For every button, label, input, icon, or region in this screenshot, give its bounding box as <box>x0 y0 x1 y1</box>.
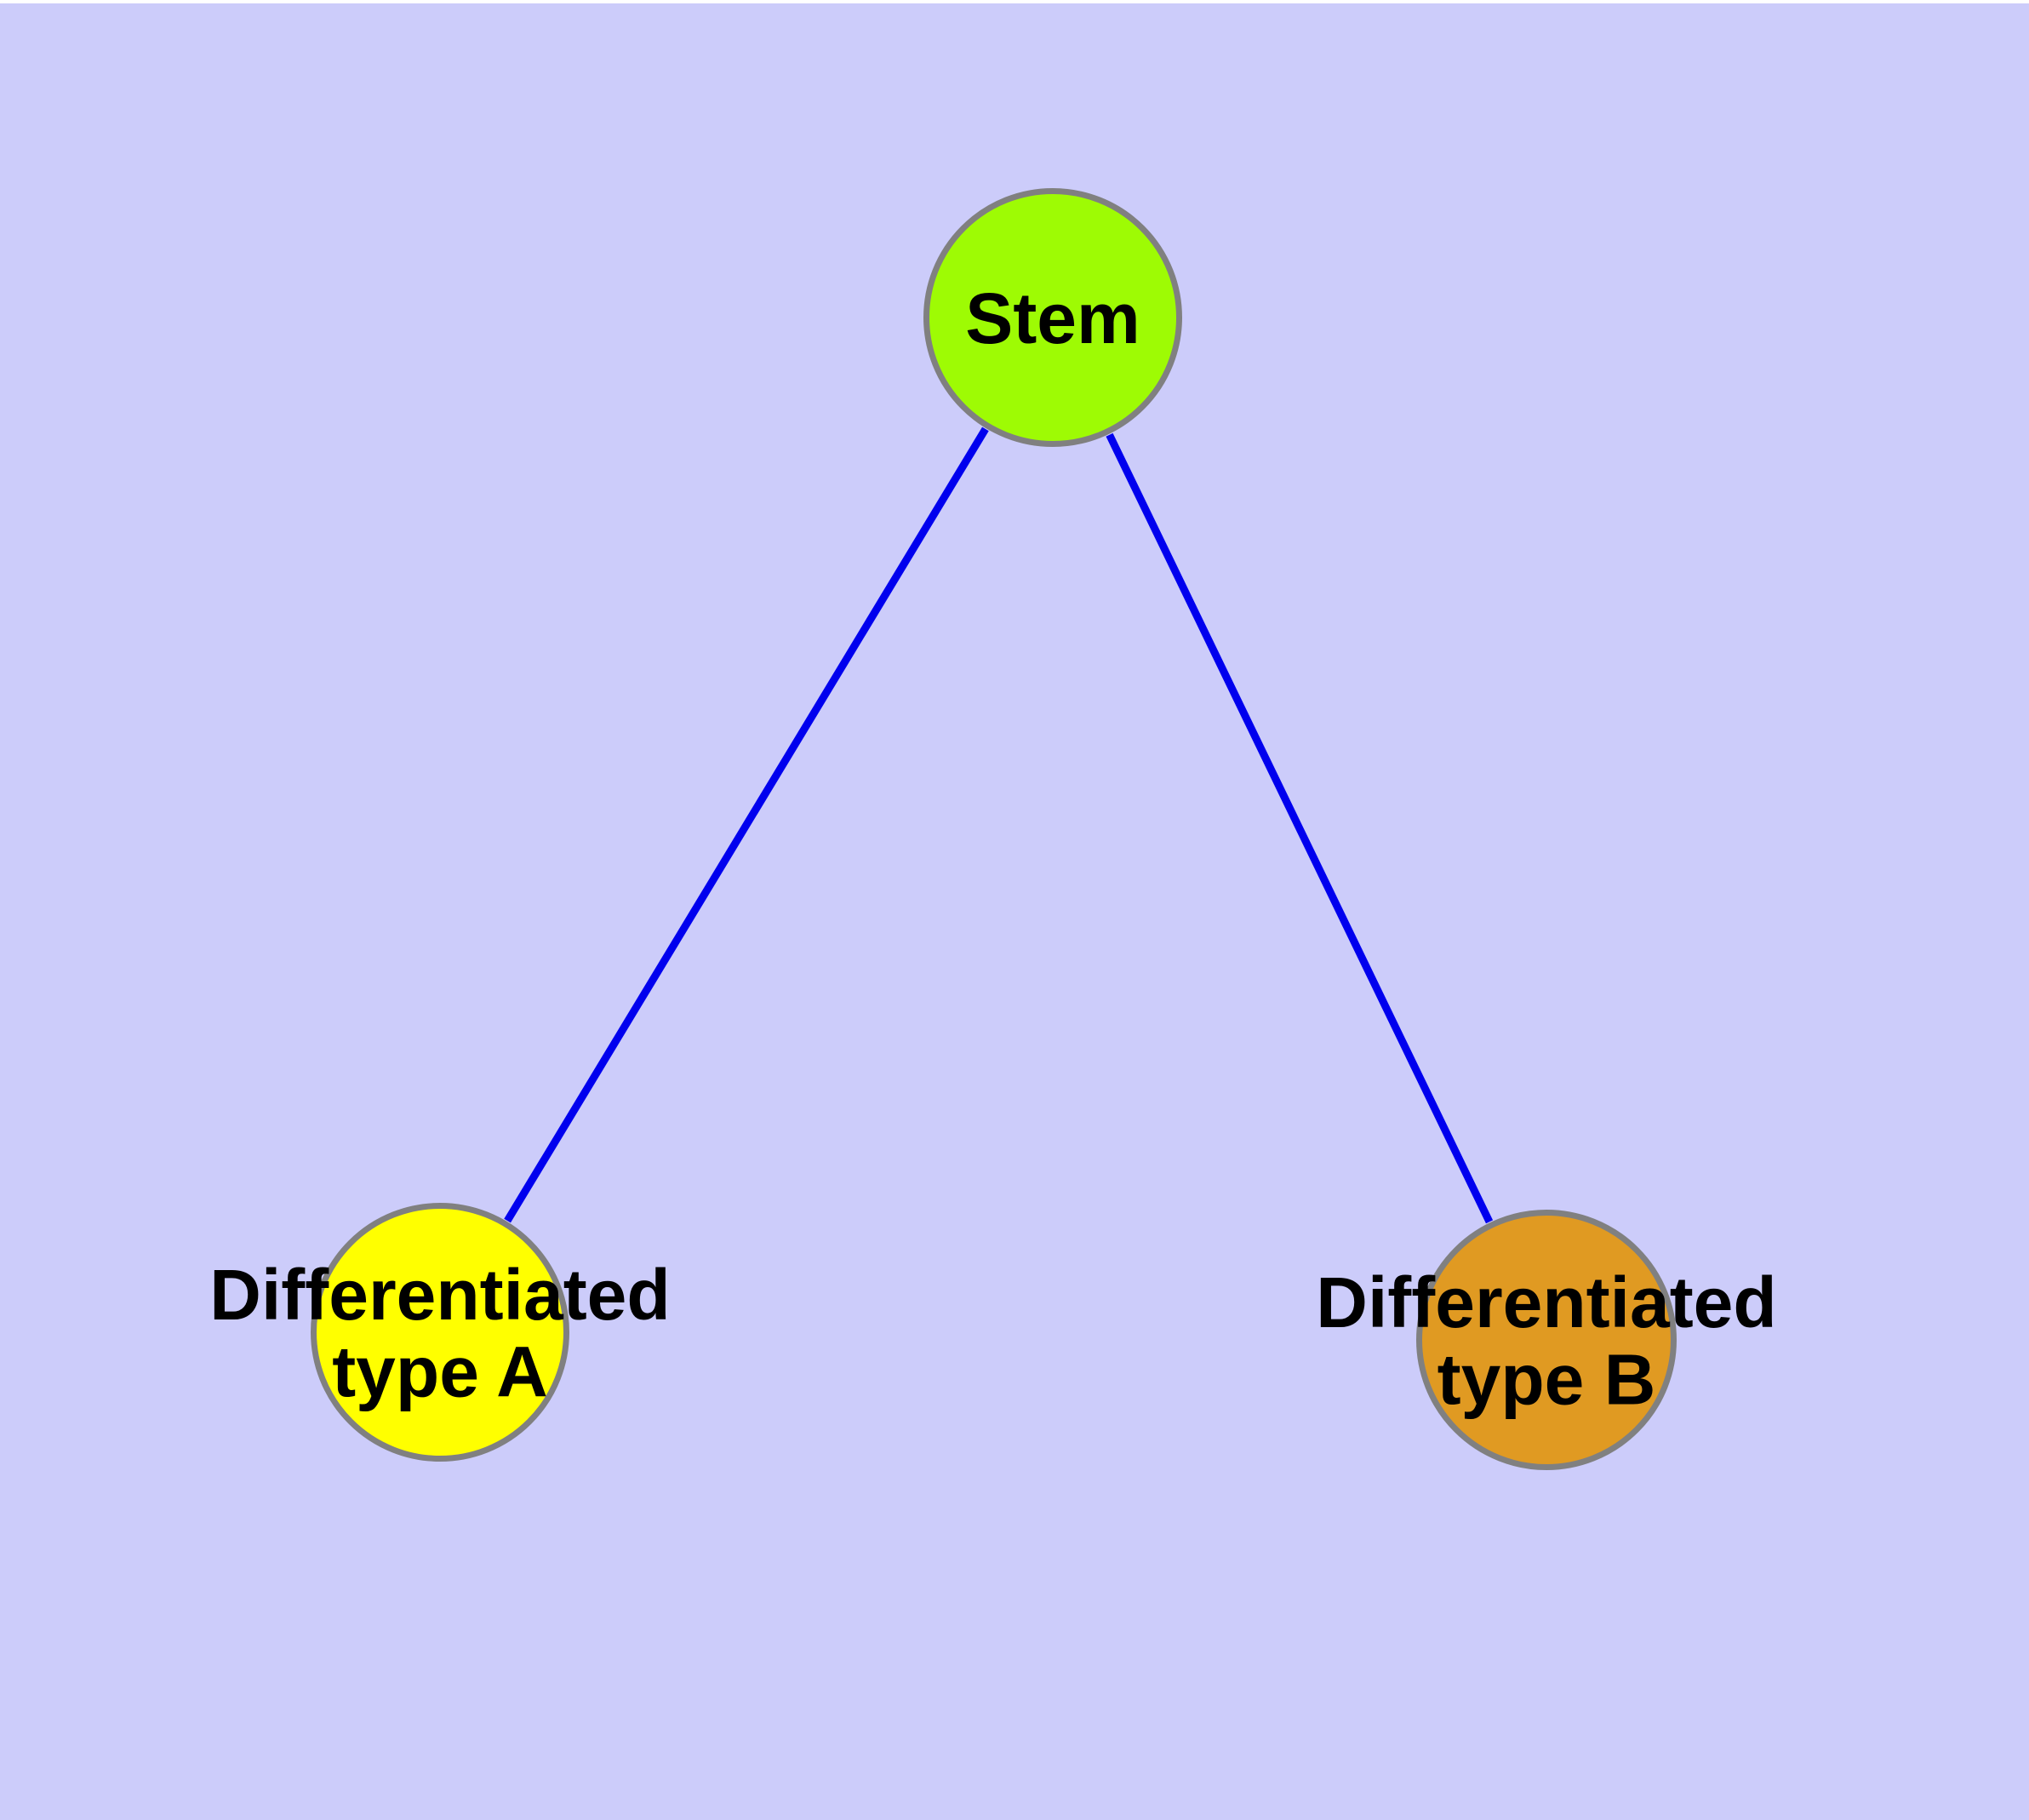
label-line: Differentiated <box>209 1255 670 1335</box>
graph-edge-stem-diff_b[interactable] <box>1106 432 1494 1224</box>
node-layer <box>311 188 1677 1470</box>
label-line: Stem <box>965 278 1140 358</box>
label-line: type A <box>332 1332 548 1412</box>
label-line: type B <box>1437 1340 1656 1420</box>
graph-node-stem[interactable] <box>923 188 1182 447</box>
label-line: Differentiated <box>1316 1262 1776 1342</box>
graph-node-label-stem: Stem <box>965 278 1140 358</box>
graph-node-diff_a[interactable] <box>311 1203 569 1462</box>
graph-edge-stem-diff_a[interactable] <box>504 426 989 1223</box>
edge-layer <box>504 426 1494 1224</box>
graph-node-diff_b[interactable] <box>1416 1210 1677 1470</box>
